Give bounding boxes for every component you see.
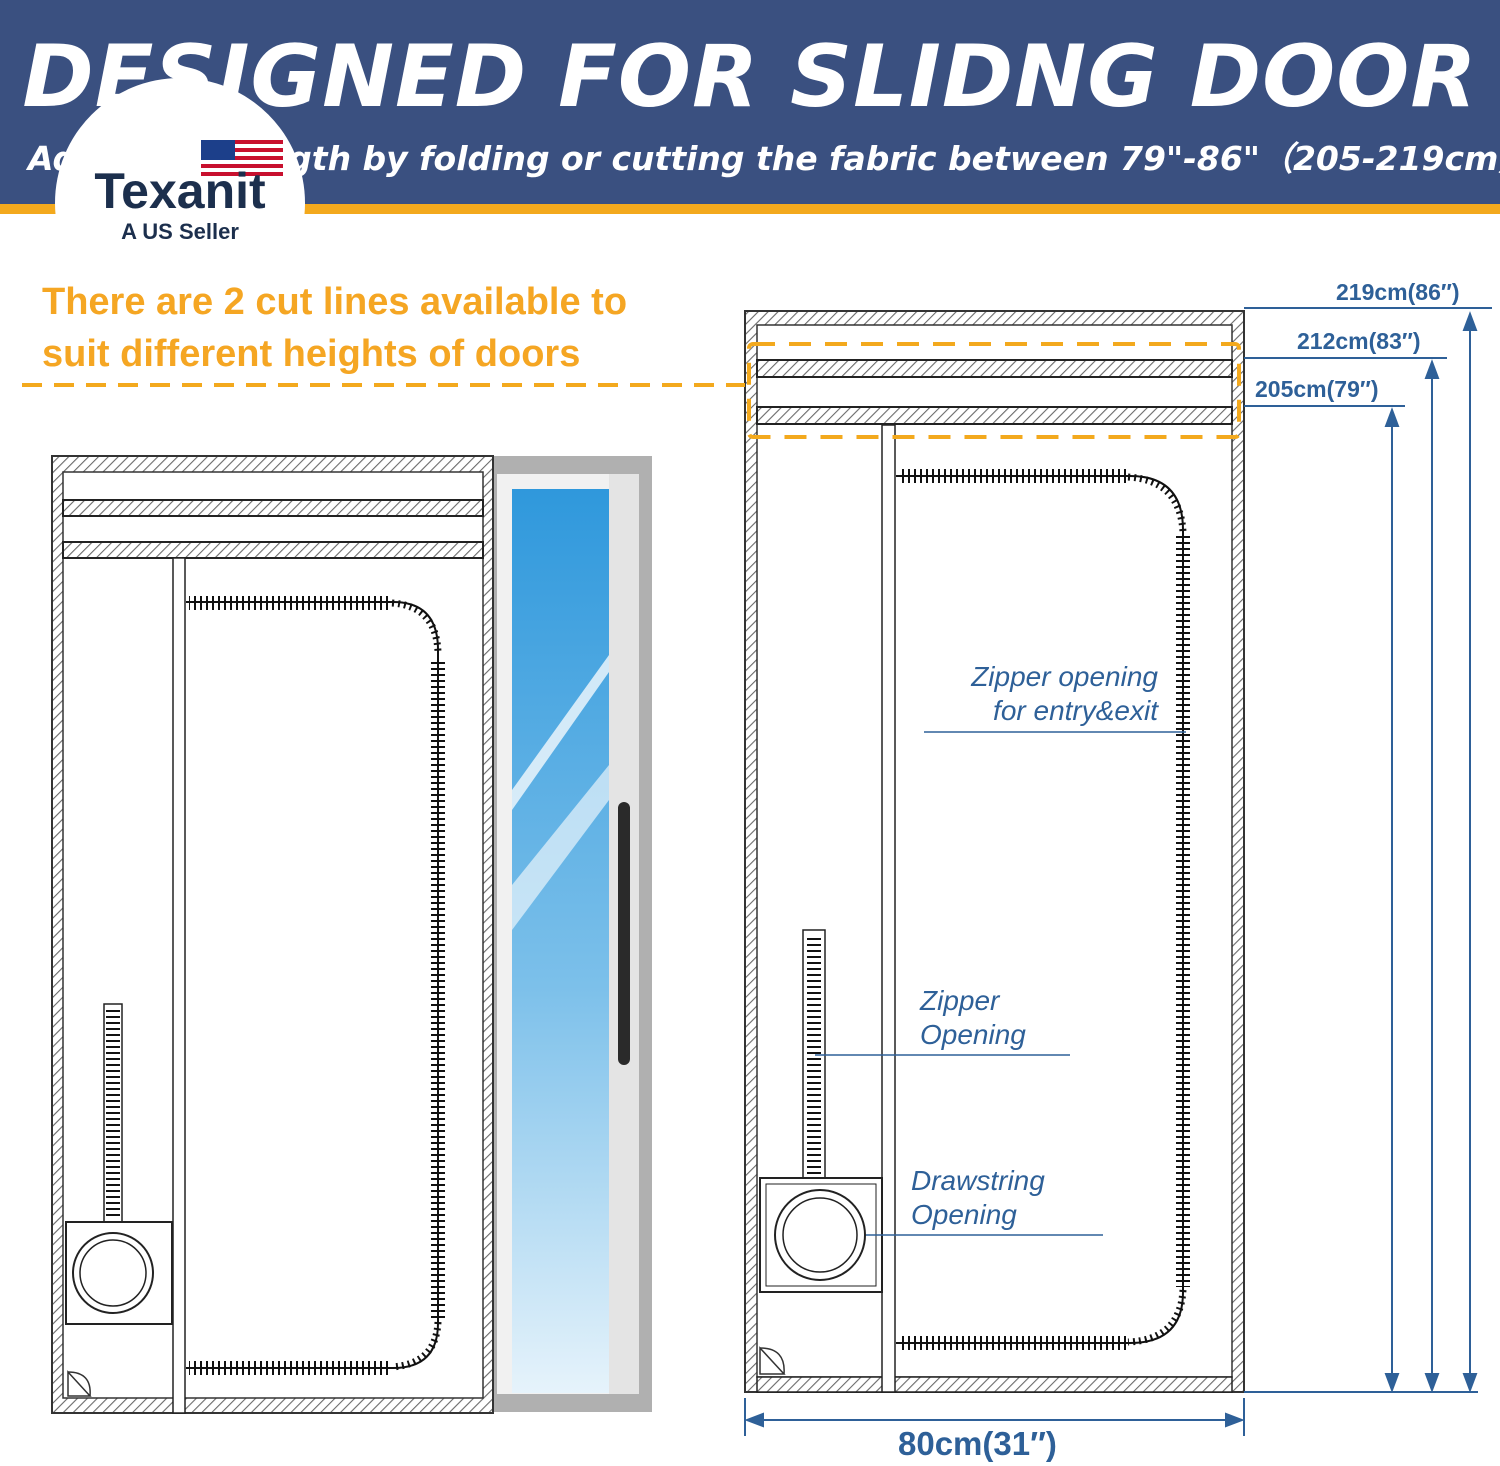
right-tent-diagram	[22, 307, 1492, 1436]
zipper-opening-label: Zipper Opening	[920, 985, 1026, 1050]
left-door-diagram	[51, 455, 652, 1414]
right-drawstring-port	[759, 1177, 883, 1293]
header-accent-stripe	[0, 204, 1500, 214]
drawstring-opening-label: Drawstring Opening	[911, 1165, 1045, 1230]
zipper-entry-label: Zipper opening for entry&exit	[971, 661, 1158, 726]
left-drawstring-port	[65, 1221, 173, 1325]
cut-note-line2: suit different heights of doors	[42, 333, 581, 375]
width-80-label: 80cm(31″)	[898, 1425, 1057, 1462]
cut-note-line1: There are 2 cut lines available to	[42, 281, 628, 323]
height-212-label: 212cm(83″)	[1297, 328, 1421, 354]
brand-name: Texanit	[94, 163, 266, 219]
us-flag-icon	[201, 140, 283, 176]
height-219-label: 219cm(86″)	[1336, 279, 1460, 305]
sliding-door-handle	[618, 802, 630, 1065]
cut-lines-note: There are 2 cut lines available to suit …	[42, 276, 627, 380]
sliding-door-glass	[512, 489, 609, 1393]
height-205-label: 205cm(79″)	[1255, 376, 1379, 402]
brand-tagline: A US Seller	[121, 219, 239, 244]
brand-logo: Texanit A US Seller	[55, 78, 305, 328]
